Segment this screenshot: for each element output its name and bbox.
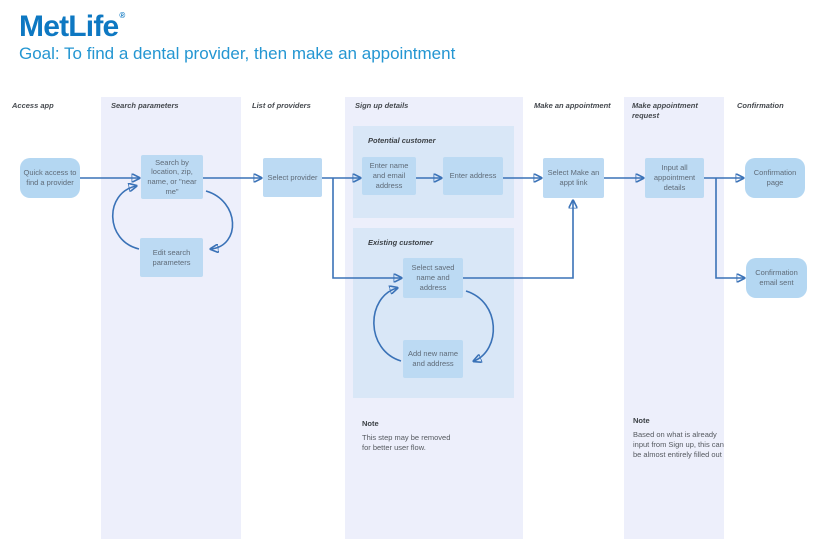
- loop-saved-addnew-right: [465, 290, 495, 361]
- panel-label-potential-customer: Potential customer: [368, 136, 436, 145]
- node-confirmation-page: Confirmation page: [745, 158, 805, 198]
- metlife-logo-text: MetLife: [19, 10, 119, 43]
- arrow-inputall-to-confemail: [715, 178, 744, 278]
- node-select-saved: Select saved name and address: [403, 258, 463, 298]
- arrow-provider-to-selectsaved: [332, 178, 401, 278]
- note-appointment-request: Note Based on what is already input from…: [633, 416, 725, 461]
- note-sign-up-title: Note: [362, 419, 379, 428]
- node-add-new: Add new name and address: [403, 340, 463, 378]
- arrow-selectsaved-to-makeappt: [463, 201, 573, 279]
- column-header-make-an-appointment: Make an appointment: [534, 101, 611, 110]
- column-header-search-parameters: Search parameters: [111, 101, 179, 110]
- goal-title: Goal: To find a dental provider, then ma…: [19, 44, 456, 63]
- loop-addnew-saved-left: [373, 288, 402, 362]
- note-appointment-request-body: Based on what is already input from Sign…: [633, 430, 724, 460]
- node-select-make-appt: Select Make an appt link: [543, 158, 604, 198]
- column-header-make-appointment-request: Make appointment request: [632, 101, 698, 120]
- registered-mark: ®: [119, 11, 125, 20]
- note-appointment-request-title: Note: [633, 416, 650, 425]
- column-header-access-app: Access app: [12, 101, 54, 110]
- node-enter-name-email: Enter name and email address: [362, 157, 416, 195]
- note-sign-up-body: This step may be removed for better user…: [362, 433, 451, 453]
- node-enter-address: Enter address: [443, 157, 503, 195]
- node-edit-search: Edit search parameters: [140, 238, 203, 277]
- node-confirmation-email: Confirmation email sent: [746, 258, 807, 298]
- note-sign-up: Note This step may be removed for better…: [362, 419, 454, 453]
- metlife-logo: MetLife®: [19, 10, 125, 44]
- node-input-all-details: Input all appointment details: [645, 158, 704, 198]
- loop-edit-search-left: [112, 186, 140, 250]
- column-header-sign-up-details: Sign up details: [355, 101, 409, 110]
- column-header-confirmation: Confirmation: [737, 101, 784, 110]
- node-select-provider: Select provider: [263, 158, 322, 197]
- panel-label-existing-customer: Existing customer: [368, 238, 434, 247]
- loop-search-edit-right: [205, 190, 234, 249]
- node-search-by: Search by location, zip, name, or "near …: [141, 155, 203, 199]
- column-header-list-of-providers: List of providers: [252, 101, 311, 110]
- node-quick-access: Quick access to find a provider: [20, 158, 80, 198]
